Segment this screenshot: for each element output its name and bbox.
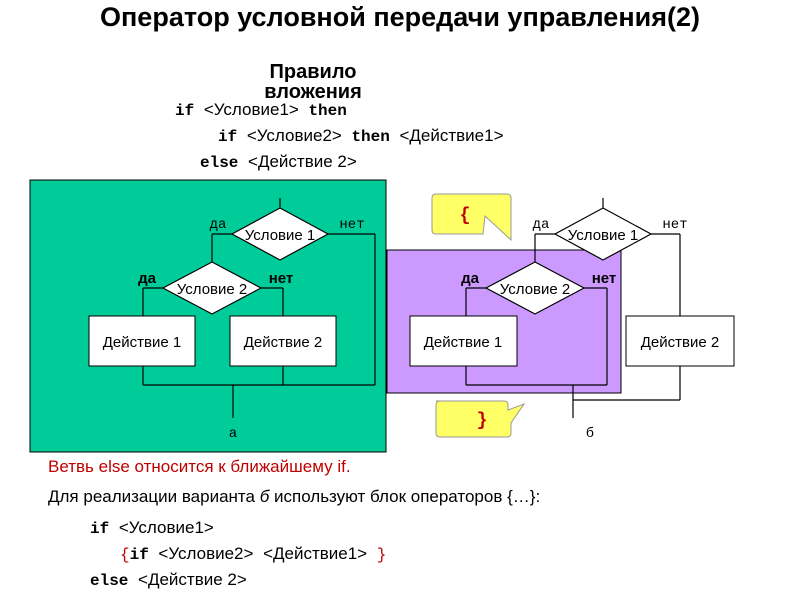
action-text: <Действие 2>	[138, 570, 247, 589]
note-after: используют блок операторов {…}:	[269, 487, 541, 506]
action-box-1a	[88, 315, 196, 367]
cond1-a-label: Условие 1	[245, 227, 316, 244]
top-code-line1: if <Условие1> then	[175, 100, 347, 120]
no-outer-a: нет	[339, 217, 364, 233]
kw-then: then	[351, 128, 390, 146]
caption-a: а	[229, 426, 237, 442]
cond2-a-label: Условие 2	[177, 281, 248, 298]
subtitle: Правило вложения	[264, 61, 362, 103]
cond-text: <Условие2>	[246, 126, 342, 145]
no-outer-b: нет	[662, 217, 687, 233]
kw-else: else	[90, 572, 129, 590]
close-brace-callout	[435, 400, 526, 438]
bottom-code-line2: {if <Условие2> <Действие1> }	[120, 544, 386, 564]
note-before: Для реализации варианта	[48, 487, 260, 506]
cond2-b-label: Условие 2	[500, 281, 571, 298]
kw-if: if	[90, 520, 110, 538]
bottom-code-line1: if <Условие1>	[90, 518, 214, 538]
no-inner-b: нет	[592, 270, 617, 287]
yes-inner-b: да	[461, 270, 480, 287]
kw-if: if	[175, 102, 195, 120]
kw-if: if	[129, 546, 149, 564]
caption-b: б	[586, 425, 594, 442]
diagram-b-connectors	[465, 198, 681, 418]
decision-diamond-1b	[553, 207, 653, 261]
open-brace-callout	[431, 193, 512, 242]
yes-outer-a: да	[210, 217, 227, 233]
decision-diamond-2b	[484, 261, 586, 315]
block-note: Для реализации варианта б используют бло…	[48, 487, 540, 507]
action1-b-label: Действие 1	[424, 334, 502, 351]
kw-else: else	[200, 154, 239, 172]
close-brace: }	[376, 546, 387, 564]
note-variant: б	[259, 487, 270, 506]
action2-a-label: Действие 2	[244, 334, 322, 351]
action-text: <Действие 2>	[248, 152, 357, 171]
cond-text: <Условие1>	[203, 100, 299, 119]
kw-if: if	[218, 128, 238, 146]
decision-diamond-1a	[230, 207, 330, 261]
decision-diamond-2a	[161, 261, 263, 315]
action-text: <Действие1>	[399, 126, 504, 145]
else-rule-note: Ветвь else относится к ближайшему if.	[48, 457, 351, 476]
action1-a-label: Действие 1	[103, 334, 181, 351]
yes-outer-b: да	[533, 217, 550, 233]
diagram-a-connectors	[142, 198, 376, 418]
action2-b-label: Действие 2	[641, 334, 719, 351]
slide-title: Оператор условной передачи управления(2)	[100, 2, 700, 32]
cond1-b-label: Условие 1	[568, 227, 639, 244]
yes-inner-a: да	[138, 270, 157, 287]
top-code-line3: else <Действие 2>	[200, 152, 357, 172]
open-brace: {	[120, 546, 130, 564]
action-text: <Действие1>	[263, 544, 368, 563]
action-box-2b	[625, 315, 735, 367]
open-brace-text: {	[460, 206, 471, 226]
cond-text: <Условие1>	[118, 518, 214, 537]
no-inner-a: нет	[269, 270, 294, 287]
action-box-2a	[229, 315, 337, 367]
kw-then: then	[308, 102, 347, 120]
action-box-1b	[409, 315, 518, 367]
bottom-code-line3: else <Действие 2>	[90, 570, 247, 590]
top-code-line2: if <Условие2> then <Действие1>	[218, 126, 504, 146]
close-brace-text: }	[477, 411, 488, 431]
cond-text: <Условие2>	[158, 544, 254, 563]
